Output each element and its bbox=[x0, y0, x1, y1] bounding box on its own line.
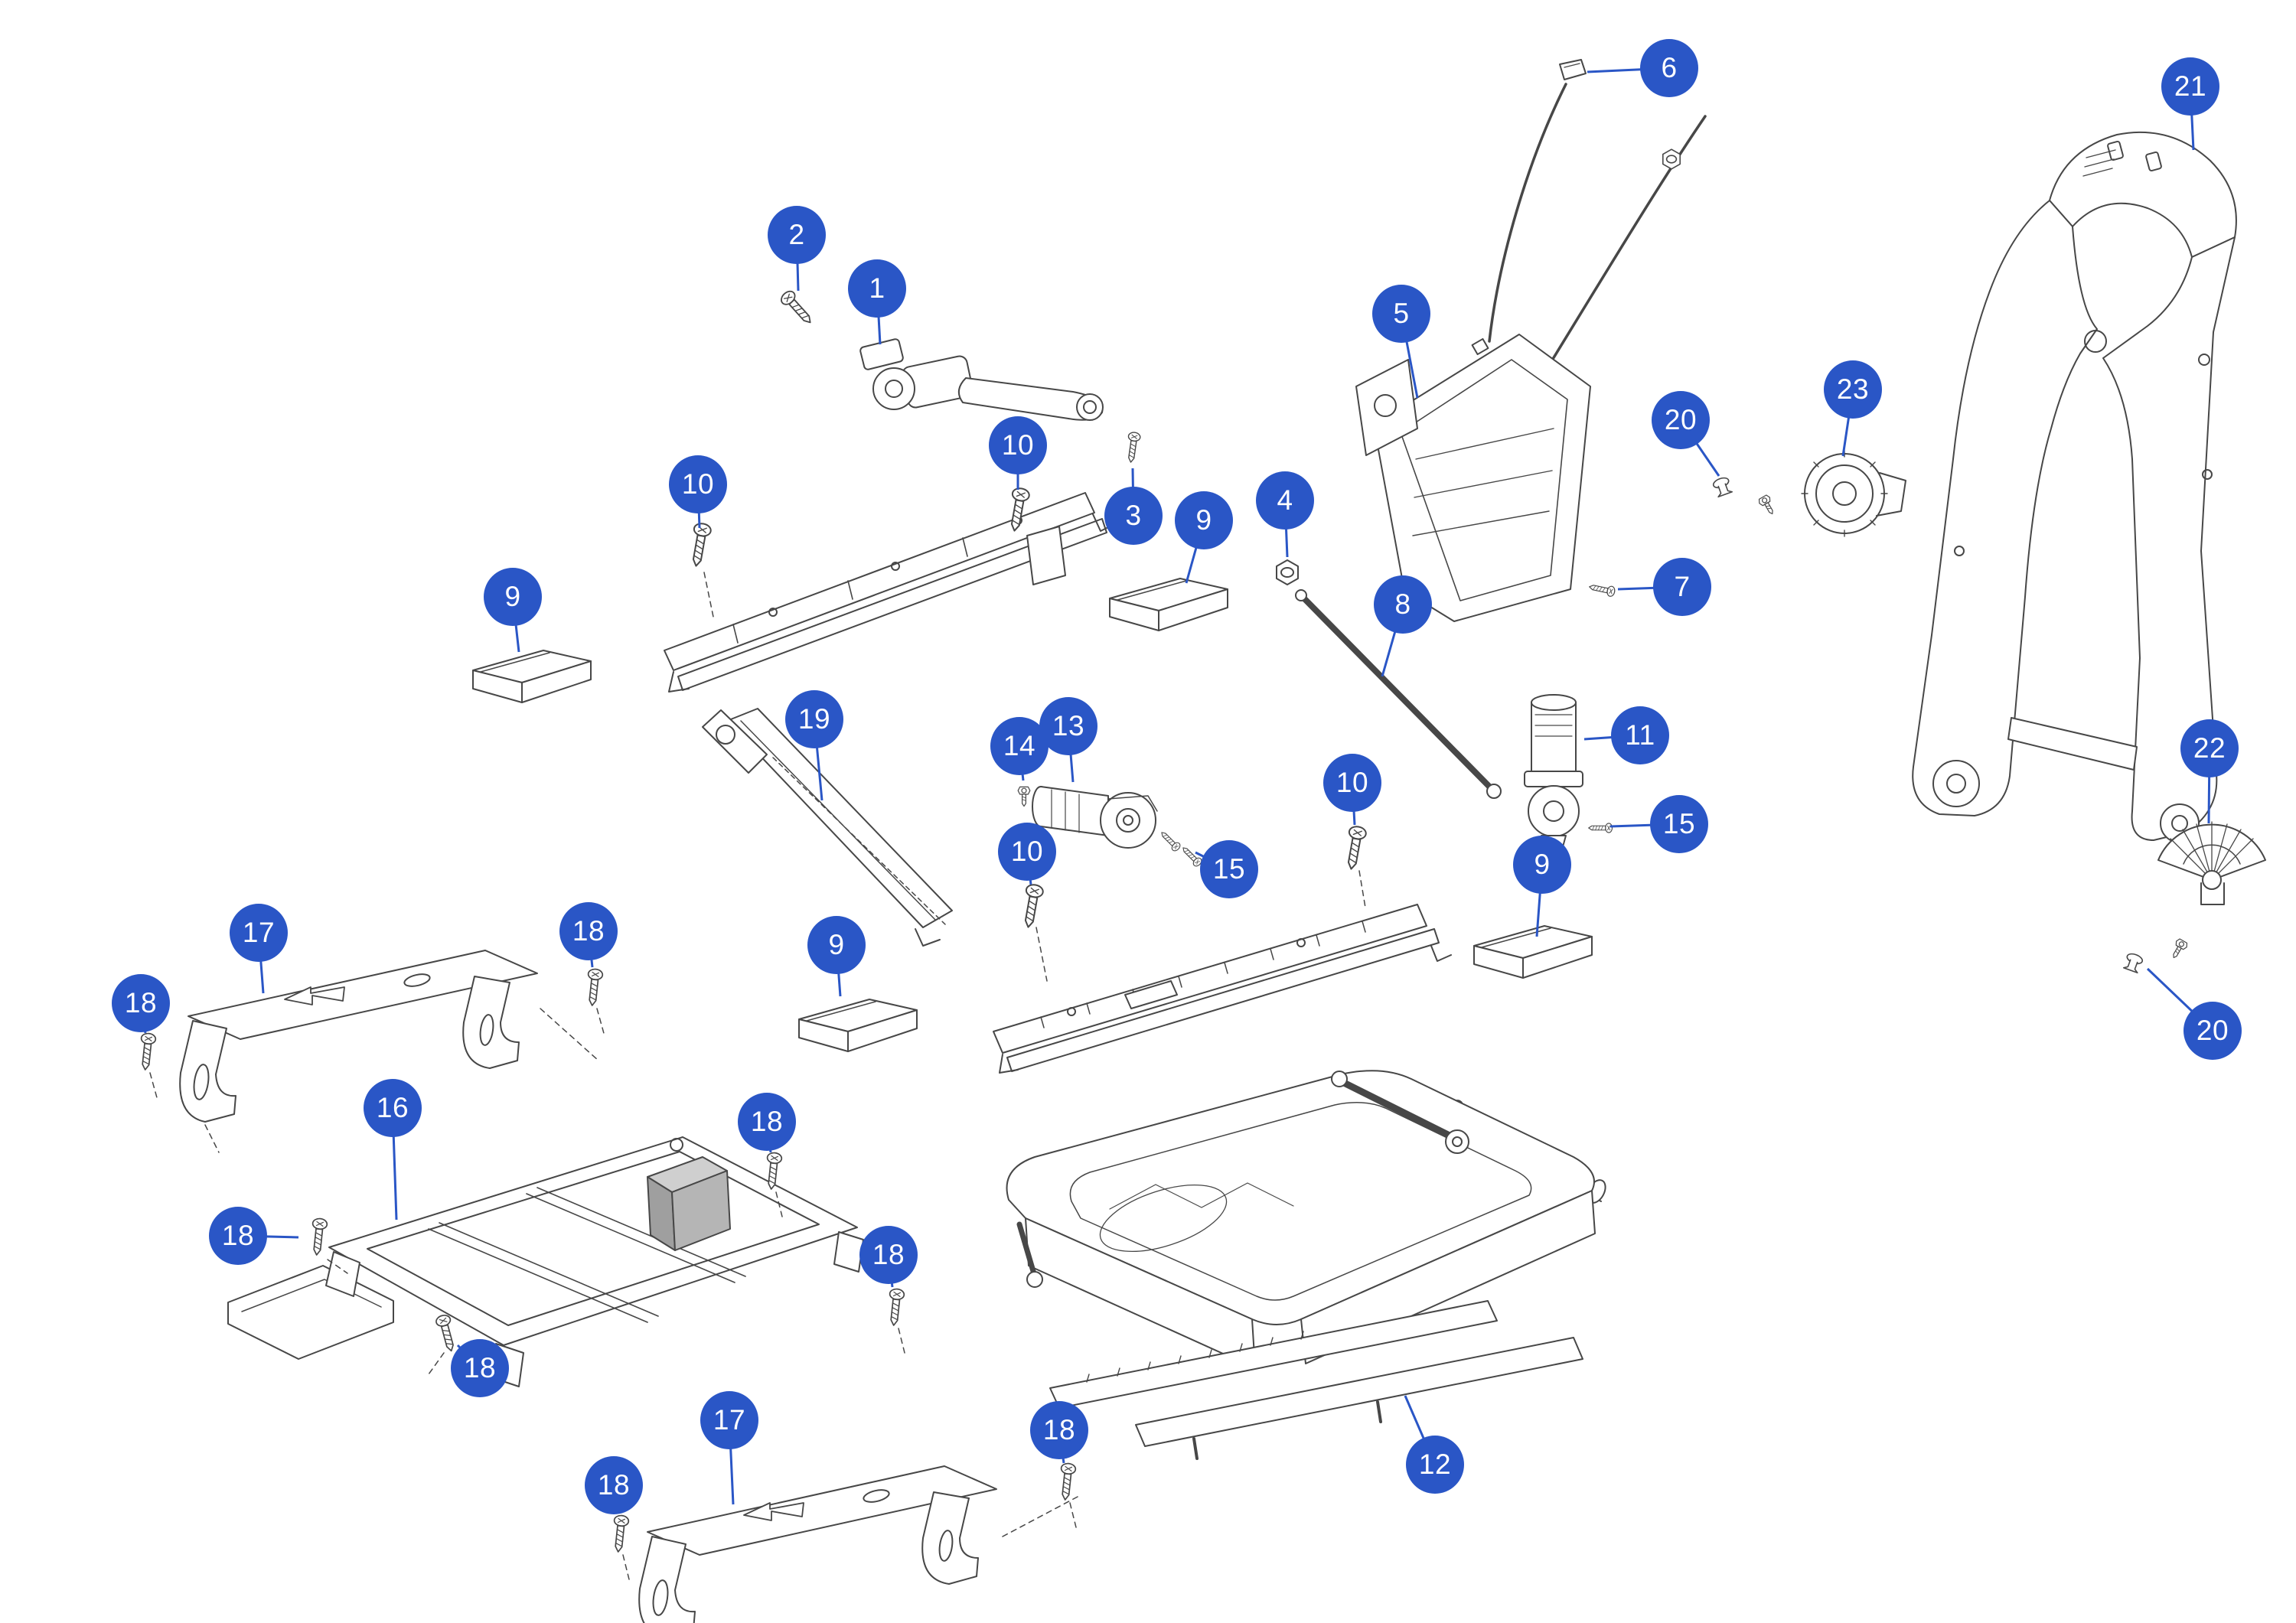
sketch-track-upper-left bbox=[664, 492, 1117, 693]
callout-badge-18-27[interactable]: 18 bbox=[112, 974, 170, 1032]
sketch-recliner-fan bbox=[2157, 821, 2266, 905]
callout-badge-15-23[interactable]: 15 bbox=[1650, 795, 1708, 853]
callout-badge-8-14[interactable]: 8 bbox=[1374, 575, 1432, 634]
callout-badge-16-30[interactable]: 16 bbox=[364, 1079, 422, 1137]
sketch-crossmember-17-upper bbox=[179, 950, 538, 1123]
sketch-motor-11 bbox=[1524, 694, 1583, 853]
callout-badge-20-6[interactable]: 20 bbox=[1652, 391, 1710, 449]
callout-badge-10-12[interactable]: 10 bbox=[669, 455, 727, 513]
callout-badge-18-37[interactable]: 18 bbox=[1030, 1401, 1088, 1459]
callout-badge-17-26[interactable]: 17 bbox=[230, 904, 288, 962]
sketch-assembly-dashes bbox=[149, 572, 1366, 1580]
sketch-motor-13 bbox=[1032, 786, 1158, 849]
sketch-screws-15-left bbox=[1158, 829, 1204, 869]
sketch-screw-2 bbox=[778, 288, 817, 328]
sketch-cover-9b bbox=[1109, 578, 1228, 631]
callout-badge-7-11[interactable]: 7 bbox=[1653, 558, 1711, 616]
sketch-adjuster-frame-16 bbox=[227, 1136, 864, 1387]
callout-badge-20-25[interactable]: 20 bbox=[2183, 1002, 2242, 1060]
callout-badge-12-38[interactable]: 12 bbox=[1406, 1436, 1464, 1494]
sketch-rod-8 bbox=[1295, 589, 1502, 799]
callout-badge-18-34[interactable]: 18 bbox=[451, 1339, 509, 1397]
callout-badge-9-13[interactable]: 9 bbox=[484, 568, 542, 626]
callout-badge-1-3[interactable]: 1 bbox=[848, 259, 906, 318]
callout-badge-23-5[interactable]: 23 bbox=[1824, 360, 1882, 419]
sketch-track-center-right bbox=[993, 904, 1452, 1074]
callout-badge-10-22[interactable]: 10 bbox=[1323, 754, 1381, 812]
sketch-screw-7 bbox=[1587, 581, 1616, 598]
sketch-cover-9c bbox=[1473, 925, 1593, 979]
sketch-screw-10d bbox=[1342, 824, 1368, 872]
sketch-crossmember-17-lower bbox=[638, 1465, 997, 1623]
sketch-screw-10a bbox=[687, 521, 713, 569]
callout-badge-18-32[interactable]: 18 bbox=[209, 1207, 267, 1265]
sketch-motor-link-1 bbox=[859, 338, 1104, 421]
callout-badge-18-33[interactable]: 18 bbox=[859, 1226, 918, 1284]
callout-badge-9-9[interactable]: 9 bbox=[1175, 491, 1233, 549]
callout-badge-22-19[interactable]: 22 bbox=[2180, 719, 2239, 777]
callout-badge-11-18[interactable]: 11 bbox=[1611, 706, 1669, 764]
sketch-fasteners-20-lower bbox=[2122, 937, 2190, 974]
sketch-fasteners-20-upper bbox=[1711, 475, 1779, 518]
callout-badge-9-29[interactable]: 9 bbox=[807, 916, 866, 974]
callout-badge-18-28[interactable]: 18 bbox=[559, 902, 618, 960]
sketch-track-19 bbox=[702, 708, 953, 947]
sketch-seat-base-12 bbox=[1006, 1070, 1606, 1460]
callout-badge-19-15[interactable]: 19 bbox=[785, 690, 843, 748]
sketch-recliner-mechanism bbox=[1801, 450, 1906, 537]
callout-badge-9-24[interactable]: 9 bbox=[1513, 836, 1571, 894]
callout-badge-17-35[interactable]: 17 bbox=[700, 1391, 758, 1449]
callout-badge-5-4[interactable]: 5 bbox=[1372, 285, 1430, 343]
callout-badge-10-7[interactable]: 10 bbox=[989, 416, 1047, 474]
callout-badge-14-17[interactable]: 14 bbox=[990, 717, 1049, 775]
sketch-screw-15-right bbox=[1588, 823, 1613, 833]
sketch-screw-3 bbox=[1124, 431, 1142, 464]
sketch-seatback-frame bbox=[1912, 131, 2237, 843]
callout-badge-18-36[interactable]: 18 bbox=[585, 1456, 643, 1514]
callout-badge-15-21[interactable]: 15 bbox=[1200, 840, 1258, 898]
sketch-cover-9a bbox=[472, 650, 592, 703]
callout-badge-6-0[interactable]: 6 bbox=[1640, 39, 1698, 97]
callout-badge-10-20[interactable]: 10 bbox=[998, 823, 1056, 881]
sketch-cover-9d bbox=[798, 999, 918, 1052]
callout-badge-18-31[interactable]: 18 bbox=[738, 1093, 796, 1151]
callout-badge-13-16[interactable]: 13 bbox=[1039, 697, 1097, 755]
callout-badge-3-8[interactable]: 3 bbox=[1104, 487, 1163, 545]
sketch-bolt-14 bbox=[1017, 786, 1031, 807]
sketch-nut-4 bbox=[1276, 559, 1299, 585]
callout-badge-21-1[interactable]: 21 bbox=[2161, 57, 2219, 116]
callout-badge-2-2[interactable]: 2 bbox=[768, 206, 826, 264]
sketch-screw-10c bbox=[1019, 882, 1045, 930]
callout-badge-4-10[interactable]: 4 bbox=[1256, 471, 1314, 530]
